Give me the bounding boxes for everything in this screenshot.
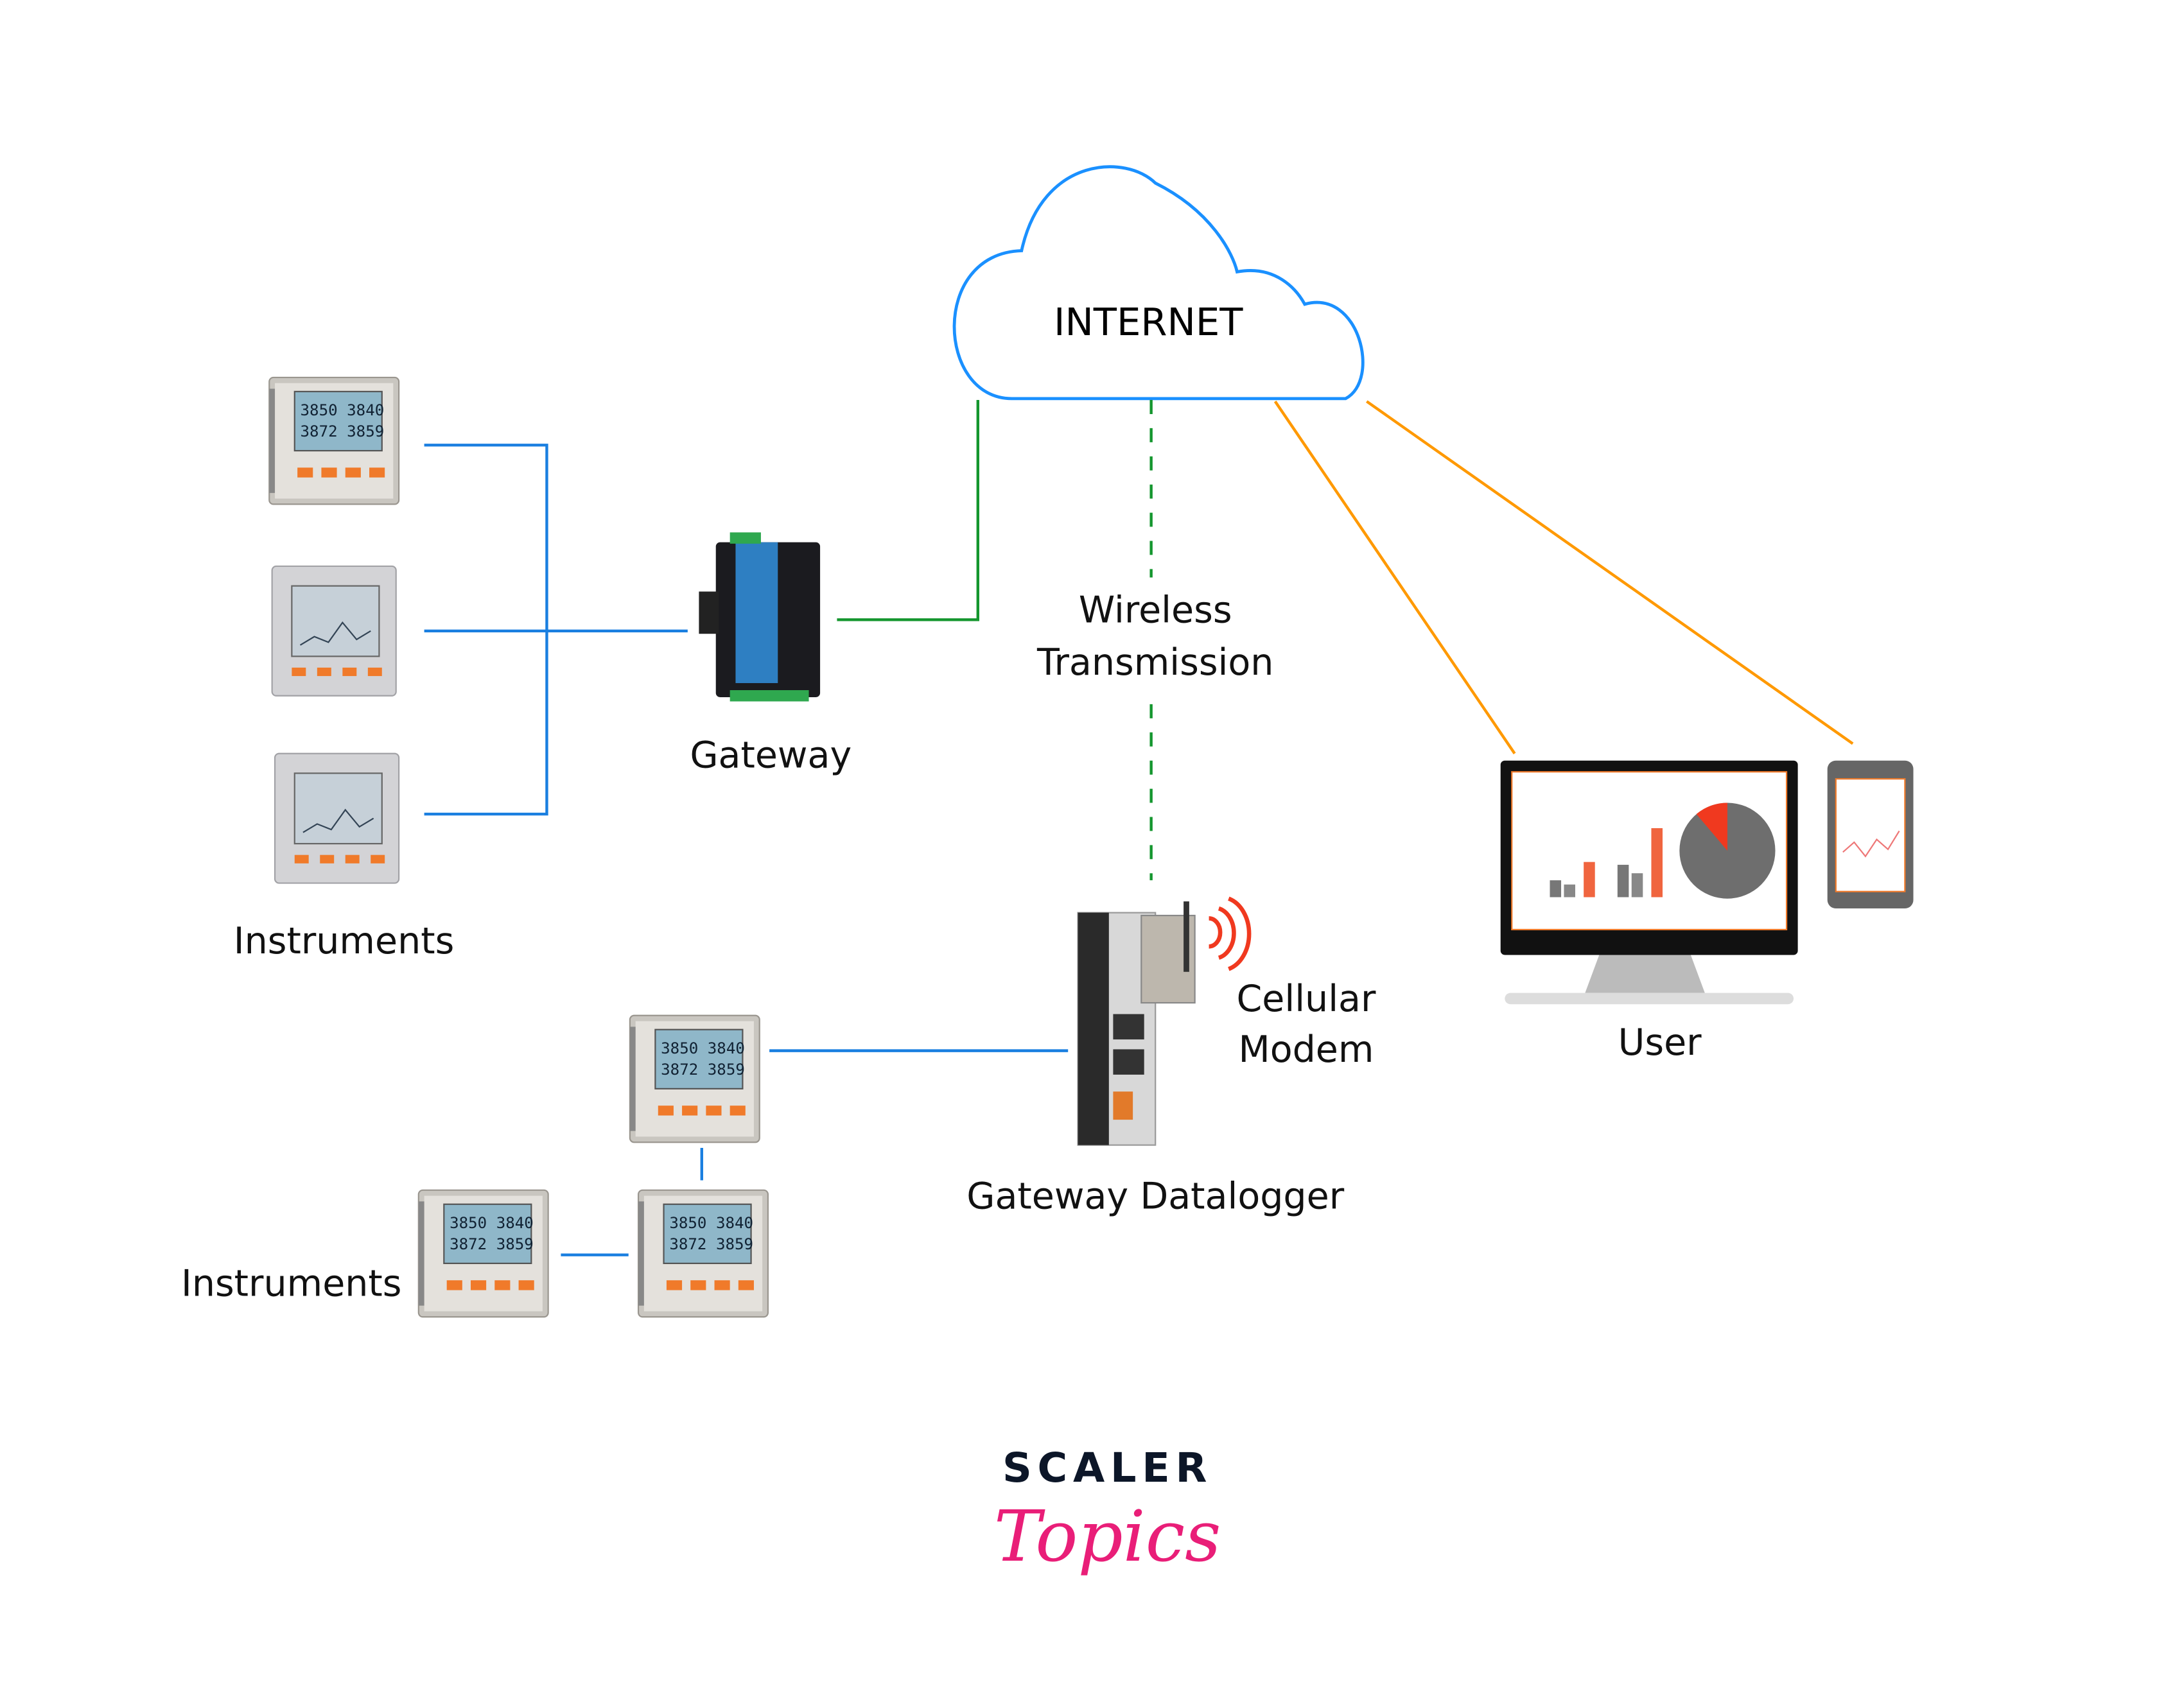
scaler-topics-logo: SCALER Topics bbox=[994, 1444, 1221, 1577]
connection-lines bbox=[424, 400, 1854, 1256]
internet-monitor-link bbox=[1273, 401, 1516, 754]
wireless-label-line1: Wireless bbox=[1079, 589, 1232, 632]
user-label: User bbox=[1618, 1021, 1702, 1064]
internet-label: INTERNET bbox=[1054, 300, 1243, 344]
instrument-meter bbox=[274, 752, 400, 884]
monitor-device bbox=[1500, 760, 1798, 1005]
gateway-label: Gateway bbox=[690, 734, 852, 777]
instrument-meter bbox=[268, 376, 400, 505]
gateway-device bbox=[699, 532, 821, 702]
modem-label-line1: Cellular bbox=[1236, 978, 1376, 1020]
instrument-meter bbox=[629, 1014, 760, 1143]
phone-device bbox=[1827, 760, 1914, 909]
gateway-internet-link bbox=[837, 400, 979, 621]
instrument-meter bbox=[271, 565, 397, 697]
instruments-top-label: Instruments bbox=[234, 920, 454, 962]
logo-scaler-text: SCALER bbox=[1002, 1444, 1212, 1492]
datalogger-label: Gateway Datalogger bbox=[966, 1175, 1344, 1217]
instrument-meter bbox=[417, 1189, 549, 1318]
internet-cloud: INTERNET bbox=[952, 165, 1365, 401]
logo-topics-text: Topics bbox=[994, 1495, 1221, 1577]
wireless-label-line2: Transmission bbox=[1036, 641, 1273, 684]
instruments-bottom-label: Instruments bbox=[181, 1262, 402, 1305]
internet-phone-link bbox=[1366, 400, 1854, 745]
instrument-meter bbox=[637, 1189, 769, 1318]
cellular-modem-device bbox=[1140, 901, 1196, 1004]
wireless-signal-icon bbox=[1209, 896, 1252, 971]
modem-label-line2: Modem bbox=[1238, 1028, 1374, 1071]
